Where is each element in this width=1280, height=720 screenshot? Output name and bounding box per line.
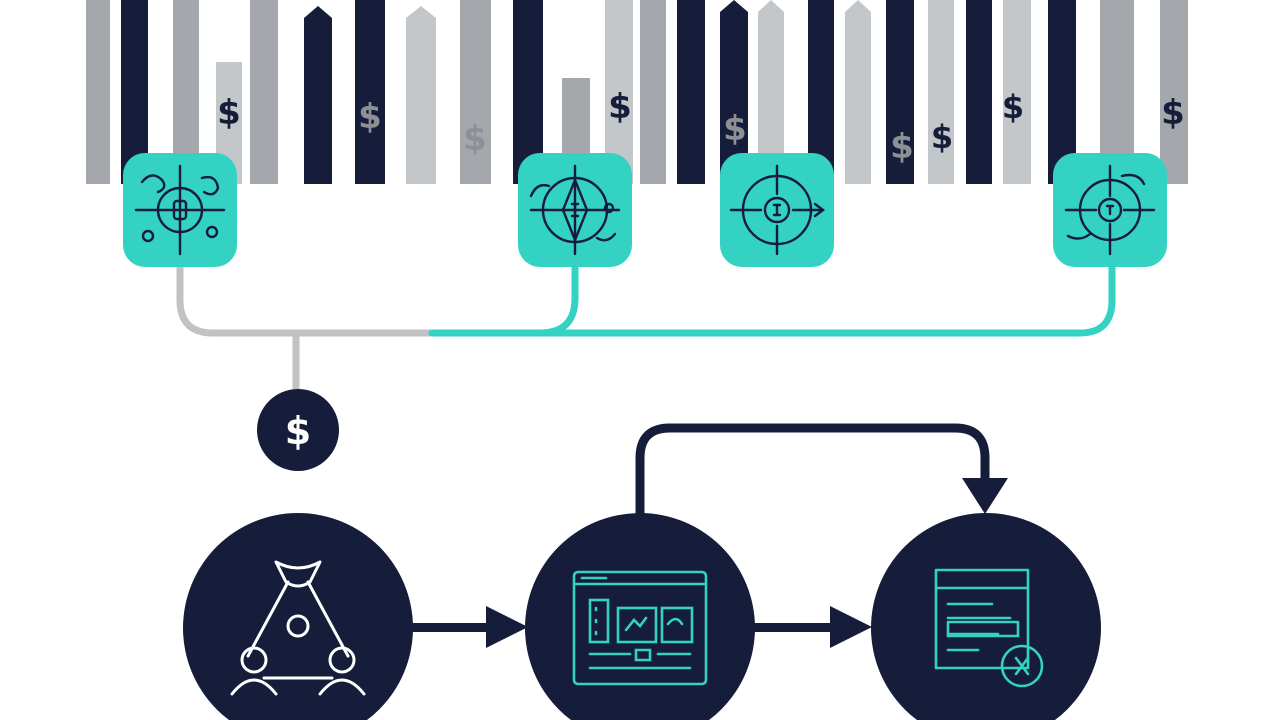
gray-connector-line: [176, 258, 436, 337]
hub-icon-row: [123, 153, 1167, 267]
compass-crosshair-icon: [720, 153, 834, 267]
flow-arrow: [754, 606, 872, 648]
bar-dollar-sign: $: [1161, 93, 1185, 133]
background-bar: [460, 0, 491, 184]
background-bar-cap: [720, 0, 748, 12]
money-bag-network-icon: [183, 513, 413, 720]
compass-crosshair-icon: [123, 153, 237, 267]
bar-dollar-sign: $: [723, 109, 747, 149]
bar-dollar-sign: $: [890, 127, 914, 167]
teal-connector-line: [428, 258, 579, 337]
background-bar: [406, 18, 436, 184]
flow-arrows: [410, 606, 872, 648]
bar-dollar-sign: $: [1002, 88, 1024, 126]
dollar-coin-symbol: $: [285, 409, 311, 453]
background-bar: [355, 0, 385, 184]
background-bar-cap: [304, 6, 332, 18]
teal-connector-line-right: [536, 258, 1116, 337]
bar-dollar-sign: $: [608, 87, 632, 127]
bar-dollar-sign: $: [931, 118, 953, 156]
loop-arrow: [635, 423, 1008, 515]
compass-crosshair-icon: [1053, 153, 1167, 267]
background-bar-cap: [406, 6, 436, 18]
background-bar: [677, 0, 705, 184]
dashboard-screen-icon: [525, 513, 755, 720]
background-bar: [845, 12, 871, 184]
flow-arrow: [410, 606, 528, 648]
bar-dollar-sign: $: [463, 119, 487, 159]
bar-dollar-signs: $ $ $ $ $ $ $ $ $: [217, 87, 1185, 167]
bar-dollar-sign: $: [358, 97, 382, 137]
background-bar: [1160, 0, 1188, 184]
background-bar-cap: [758, 0, 784, 12]
background-bar: [304, 18, 332, 184]
bar-pattern: [86, 0, 1188, 184]
background-bar: [250, 0, 278, 184]
dollar-coin-icon: $: [257, 389, 339, 471]
compass-crosshair-icon: [518, 153, 632, 267]
background-bar: [886, 0, 914, 184]
background-bar: [86, 0, 110, 184]
background-bar-cap: [845, 0, 871, 12]
background-bar: [928, 0, 954, 184]
background-bar: [640, 0, 666, 184]
background-bar: [966, 0, 992, 184]
connector-lines: [176, 258, 1116, 396]
bar-dollar-sign: $: [217, 93, 241, 133]
document-badge-icon: [871, 513, 1101, 720]
background-bar: [1003, 0, 1031, 184]
